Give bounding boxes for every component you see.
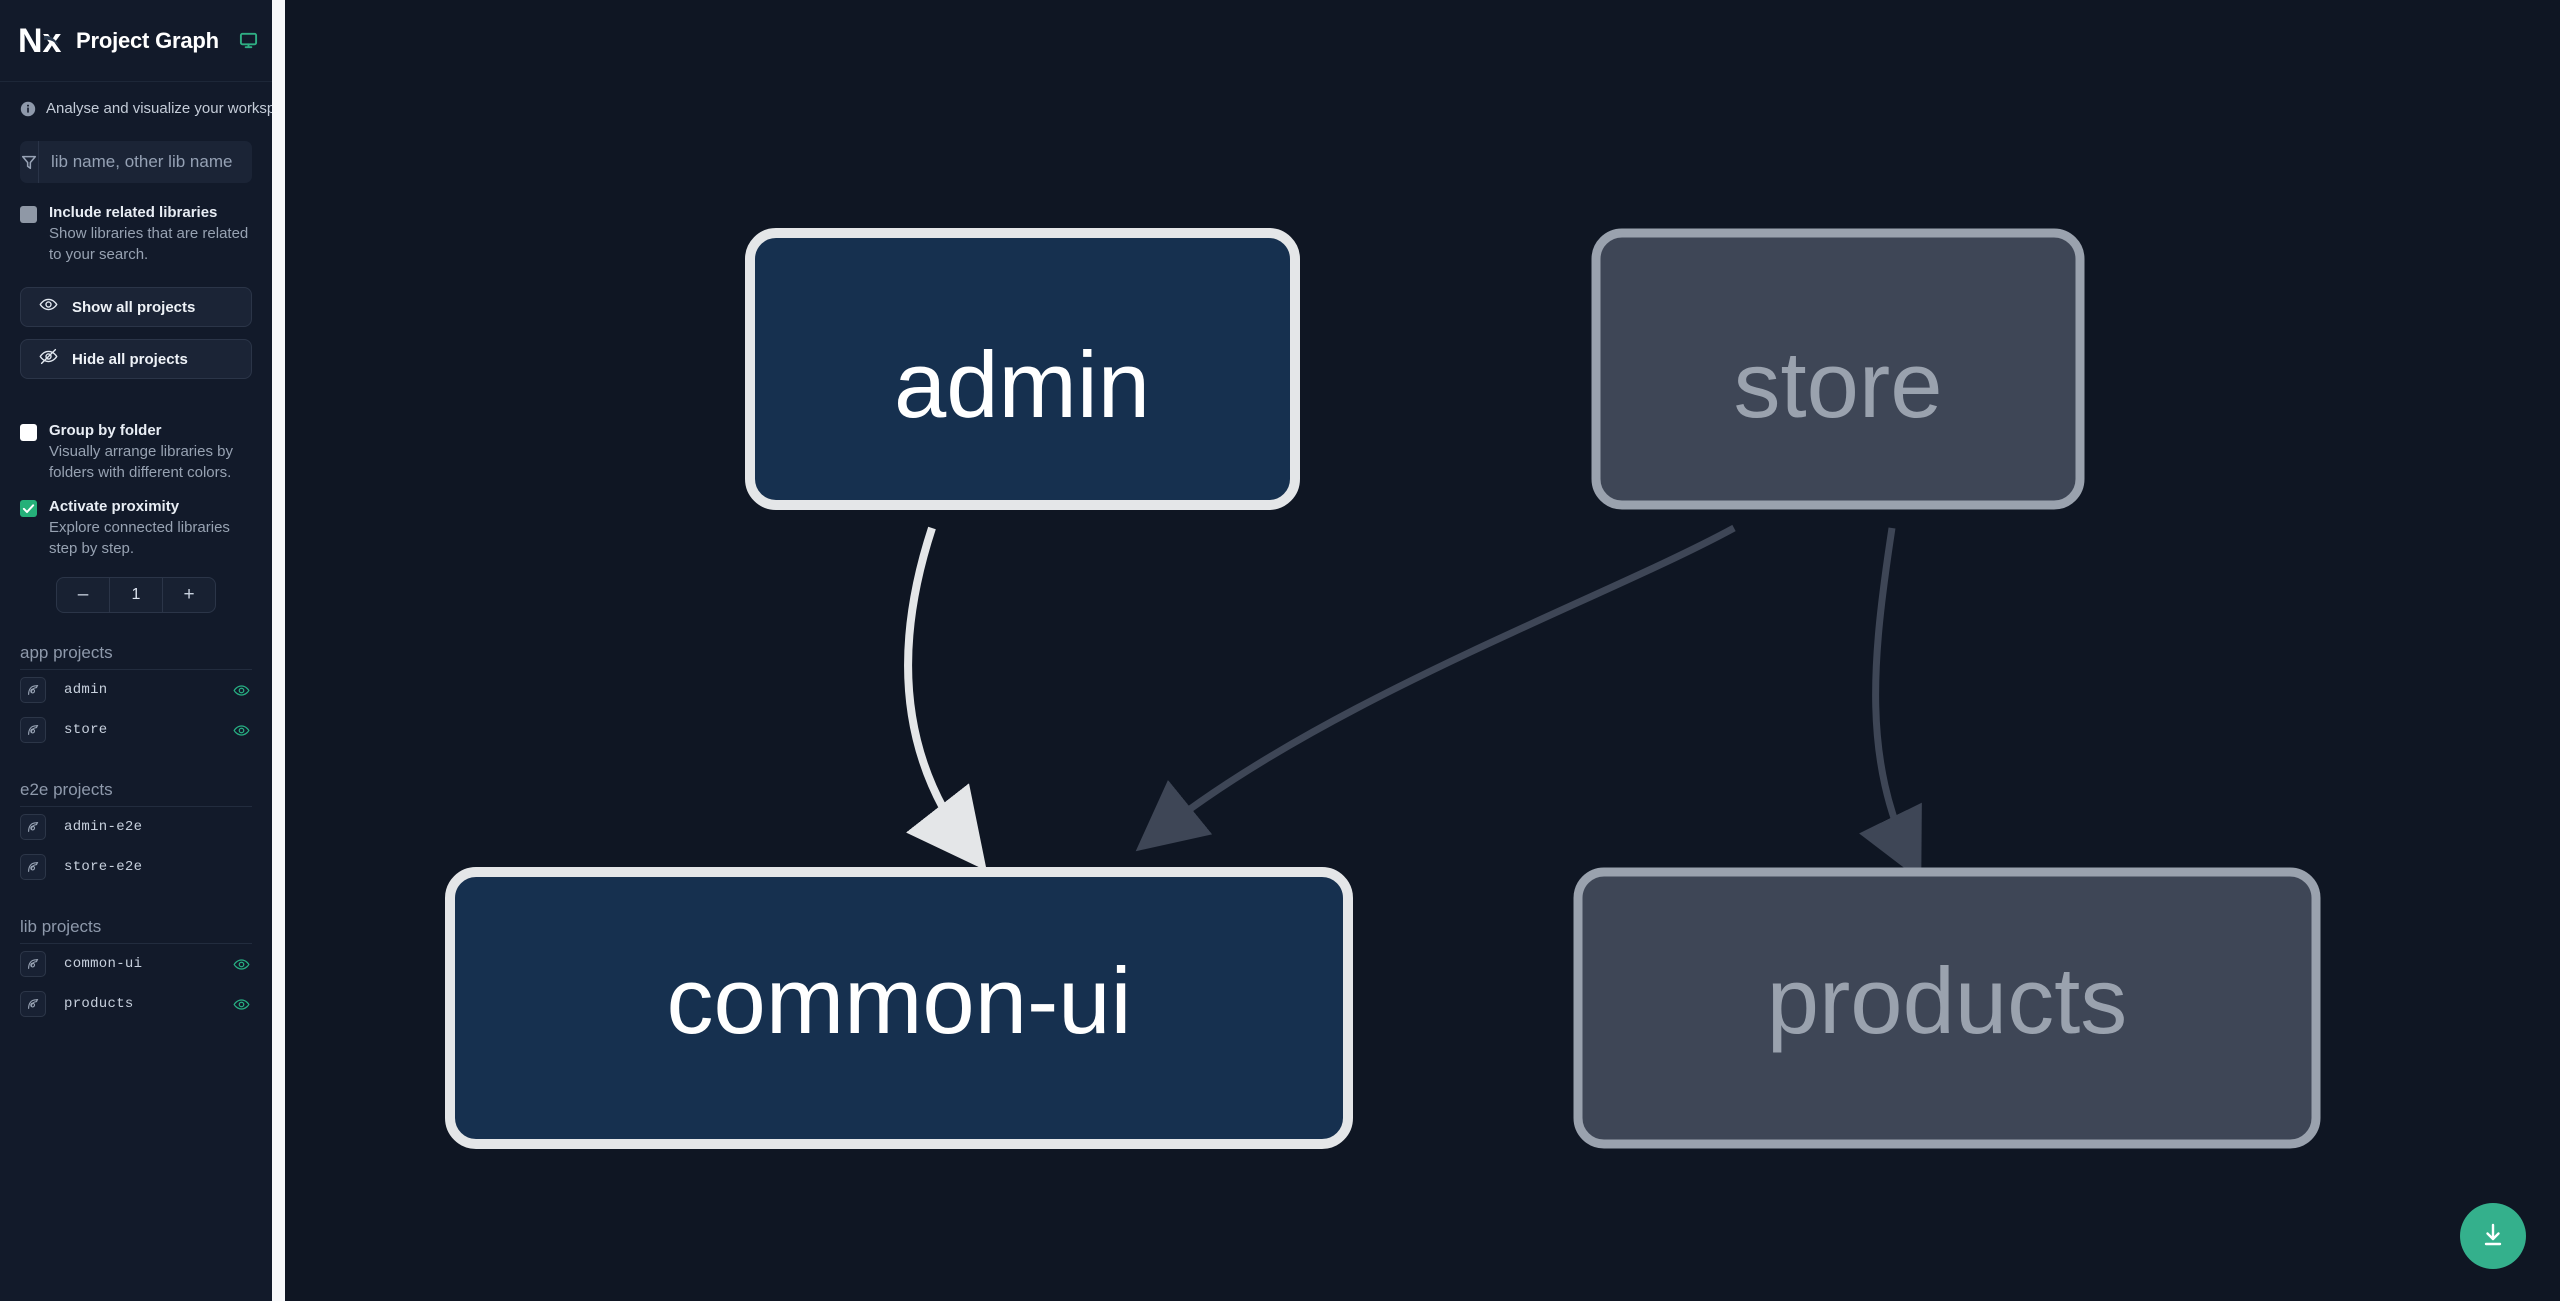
option-group-by-folder[interactable]: Group by folder Visually arrange librari…	[0, 401, 272, 483]
project-row-products[interactable]: products	[20, 984, 252, 1024]
download-button[interactable]	[2460, 1203, 2526, 1269]
node-label-admin: admin	[894, 332, 1150, 437]
graph-node-store[interactable]: store	[1591, 228, 2085, 510]
download-icon	[2480, 1222, 2506, 1251]
show-all-projects-label: Show all projects	[72, 298, 196, 316]
hide-all-projects-label: Hide all projects	[72, 350, 188, 368]
node-box-products[interactable]	[1573, 867, 2321, 1149]
project-row-common-ui[interactable]: common-ui	[20, 944, 252, 984]
edge-store-to-products[interactable]	[1859, 527, 1922, 881]
proximity-decrement-button[interactable]: –	[77, 584, 89, 605]
hide-all-projects-button[interactable]: Hide all projects	[20, 339, 252, 379]
checkbox-include-related-libraries[interactable]	[20, 206, 37, 223]
project-visibility-toggle[interactable]	[230, 682, 252, 699]
project-name: products	[64, 996, 134, 1012]
monitor-icon[interactable]	[239, 31, 258, 50]
node-box-admin[interactable]	[745, 228, 1300, 510]
checkbox-activate-proximity[interactable]	[20, 500, 37, 517]
option-description: Show libraries that are related to your …	[49, 225, 249, 263]
project-icon	[20, 677, 46, 703]
search-input[interactable]	[39, 141, 252, 183]
option-description: Explore connected libraries step by step…	[49, 519, 230, 557]
project-row-store-e2e[interactable]: store-e2e	[20, 847, 252, 887]
graph-nodes: admin store common-ui products	[445, 228, 2321, 1149]
sidebar-scroll-area[interactable]: Nx Project Graph	[0, 0, 272, 1301]
project-icon	[20, 854, 46, 880]
tagline: Analyse and visualize your workspace.	[0, 82, 272, 131]
option-activate-proximity[interactable]: Activate proximity Explore connected lib…	[0, 483, 272, 559]
graph-node-admin[interactable]: admin	[745, 228, 1300, 510]
sidebar: Nx Project Graph	[0, 0, 272, 1301]
project-row-admin-e2e[interactable]: admin-e2e	[20, 807, 252, 847]
graph-node-common-ui[interactable]: common-ui	[445, 867, 1353, 1149]
option-description: Visually arrange libraries by folders wi…	[49, 443, 233, 481]
page-title: Project Graph	[76, 27, 219, 53]
group-heading: e2e projects	[20, 780, 252, 807]
project-group-e2e: e2e projects admin-e2e	[0, 780, 272, 887]
project-row-admin[interactable]: admin	[20, 670, 252, 710]
project-name: common-ui	[64, 956, 143, 972]
node-label-common-ui: common-ui	[667, 948, 1132, 1053]
project-visibility-toggle[interactable]	[230, 956, 252, 973]
project-group-app: app projects admin	[0, 643, 272, 750]
option-title: Include related libraries	[49, 204, 218, 221]
project-visibility-toggle[interactable]	[230, 722, 252, 739]
project-group-lib: lib projects common-ui	[0, 917, 272, 1024]
tagline-text: Analyse and visualize your workspace.	[46, 100, 272, 117]
option-include-related-libraries[interactable]: Include related libraries Show libraries…	[0, 183, 272, 265]
search-box[interactable]	[20, 141, 252, 183]
project-icon	[20, 951, 46, 977]
group-heading: app projects	[20, 643, 252, 670]
edge-store-to-common-ui[interactable]	[1135, 524, 1736, 852]
info-icon	[20, 101, 36, 117]
proximity-value: 1	[109, 578, 163, 612]
project-visibility-toggle[interactable]	[230, 996, 252, 1013]
node-box-store[interactable]	[1591, 228, 2085, 510]
proximity-stepper: – 1 +	[0, 577, 272, 613]
group-heading: lib projects	[20, 917, 252, 944]
nx-logo-icon: Nx	[18, 20, 62, 62]
proximity-increment-button[interactable]: +	[183, 584, 195, 605]
project-graph-svg: admin store common-ui products	[445, 228, 2321, 1149]
option-title: Activate proximity	[49, 498, 180, 515]
node-label-products: products	[1767, 948, 2128, 1053]
sidebar-scrollbar[interactable]	[272, 0, 285, 1301]
sidebar-header: Nx Project Graph	[0, 0, 272, 82]
graph-edges	[904, 524, 1922, 881]
project-icon	[20, 991, 46, 1017]
project-name: admin-e2e	[64, 819, 143, 835]
project-name: admin	[64, 682, 108, 698]
project-icon	[20, 814, 46, 840]
graph-node-products[interactable]: products	[1573, 867, 2321, 1149]
eye-off-icon	[39, 347, 58, 371]
option-title: Group by folder	[49, 422, 162, 439]
project-name: store-e2e	[64, 859, 143, 875]
project-icon	[20, 717, 46, 743]
node-label-store: store	[1734, 332, 1943, 437]
filter-funnel-icon	[20, 141, 39, 183]
checkbox-group-by-folder[interactable]	[20, 424, 37, 441]
eye-icon	[39, 295, 58, 319]
show-all-projects-button[interactable]: Show all projects	[20, 287, 252, 327]
edge-admin-to-common-ui[interactable]	[904, 526, 987, 871]
graph-canvas[interactable]: admin store common-ui products	[272, 0, 2560, 1301]
node-box-common-ui[interactable]	[445, 867, 1353, 1149]
project-row-store[interactable]: store	[20, 710, 252, 750]
project-name: store	[64, 722, 108, 738]
